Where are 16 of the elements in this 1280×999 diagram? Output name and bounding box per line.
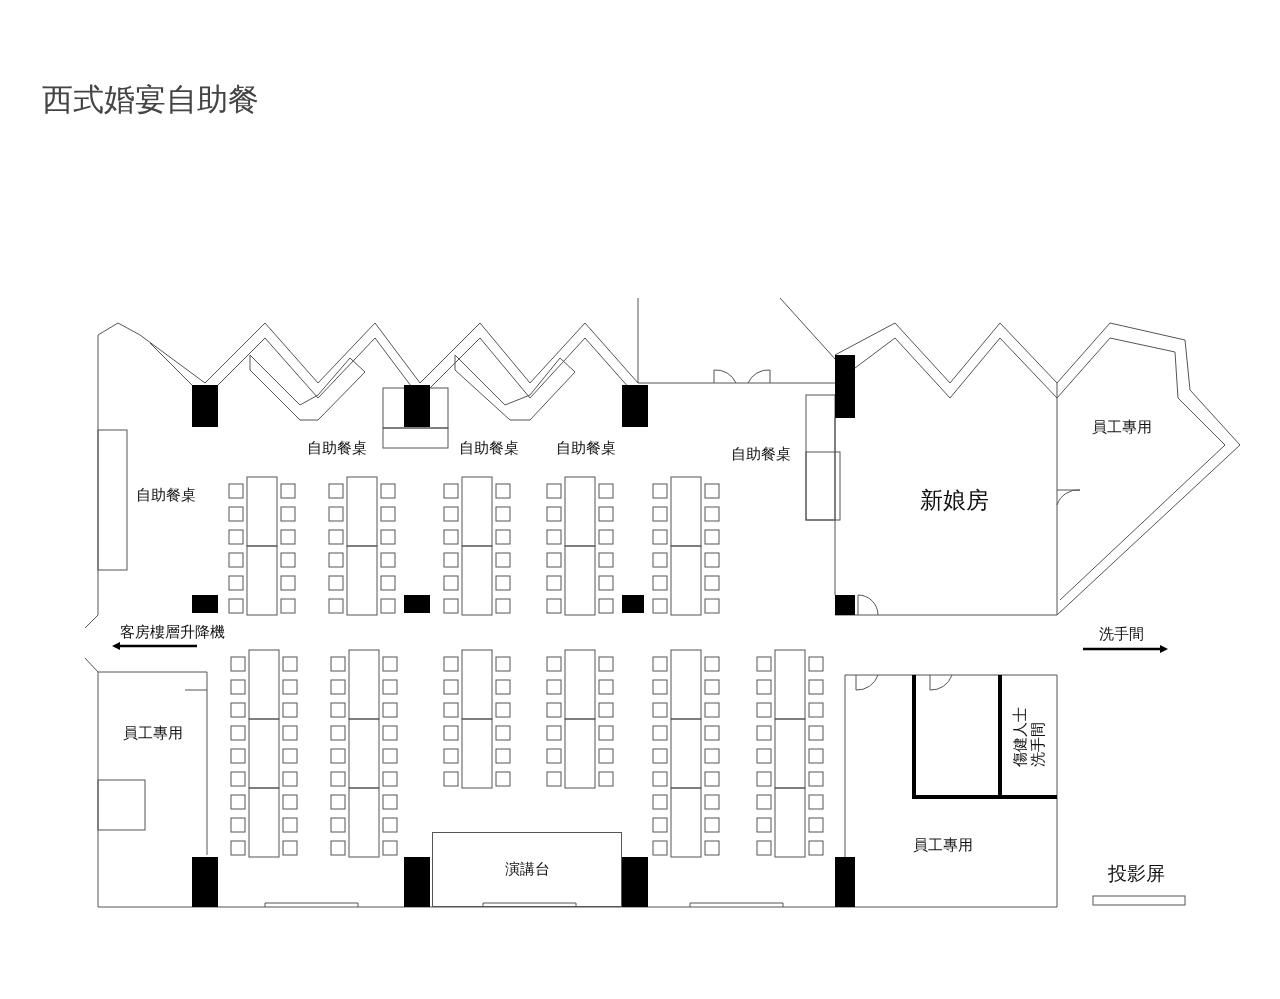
direction-label: 客房樓層升降機 xyxy=(120,625,225,640)
room-label: 傷健人士洗手間 xyxy=(1010,706,1047,767)
title: 西式婚宴自助餐 xyxy=(42,84,259,115)
table-label: 自助餐桌 xyxy=(459,441,519,456)
room-label: 員工專用 xyxy=(1092,418,1152,437)
room-name: 新娘房 xyxy=(920,485,989,515)
table-label: 自助餐桌 xyxy=(731,447,791,462)
room-label: 員工專用 xyxy=(913,835,973,855)
stage-box xyxy=(432,832,622,907)
screen-label: 投影屏 xyxy=(1108,864,1165,883)
direction-label: 洗手間 xyxy=(1099,627,1144,642)
room-label: 演講台 xyxy=(504,860,550,879)
table-label: 自助餐桌 xyxy=(136,488,196,503)
table-label: 自助餐桌 xyxy=(307,441,367,456)
room-label: 員工專用 xyxy=(122,723,183,743)
table-label: 自助餐桌 xyxy=(556,441,616,456)
